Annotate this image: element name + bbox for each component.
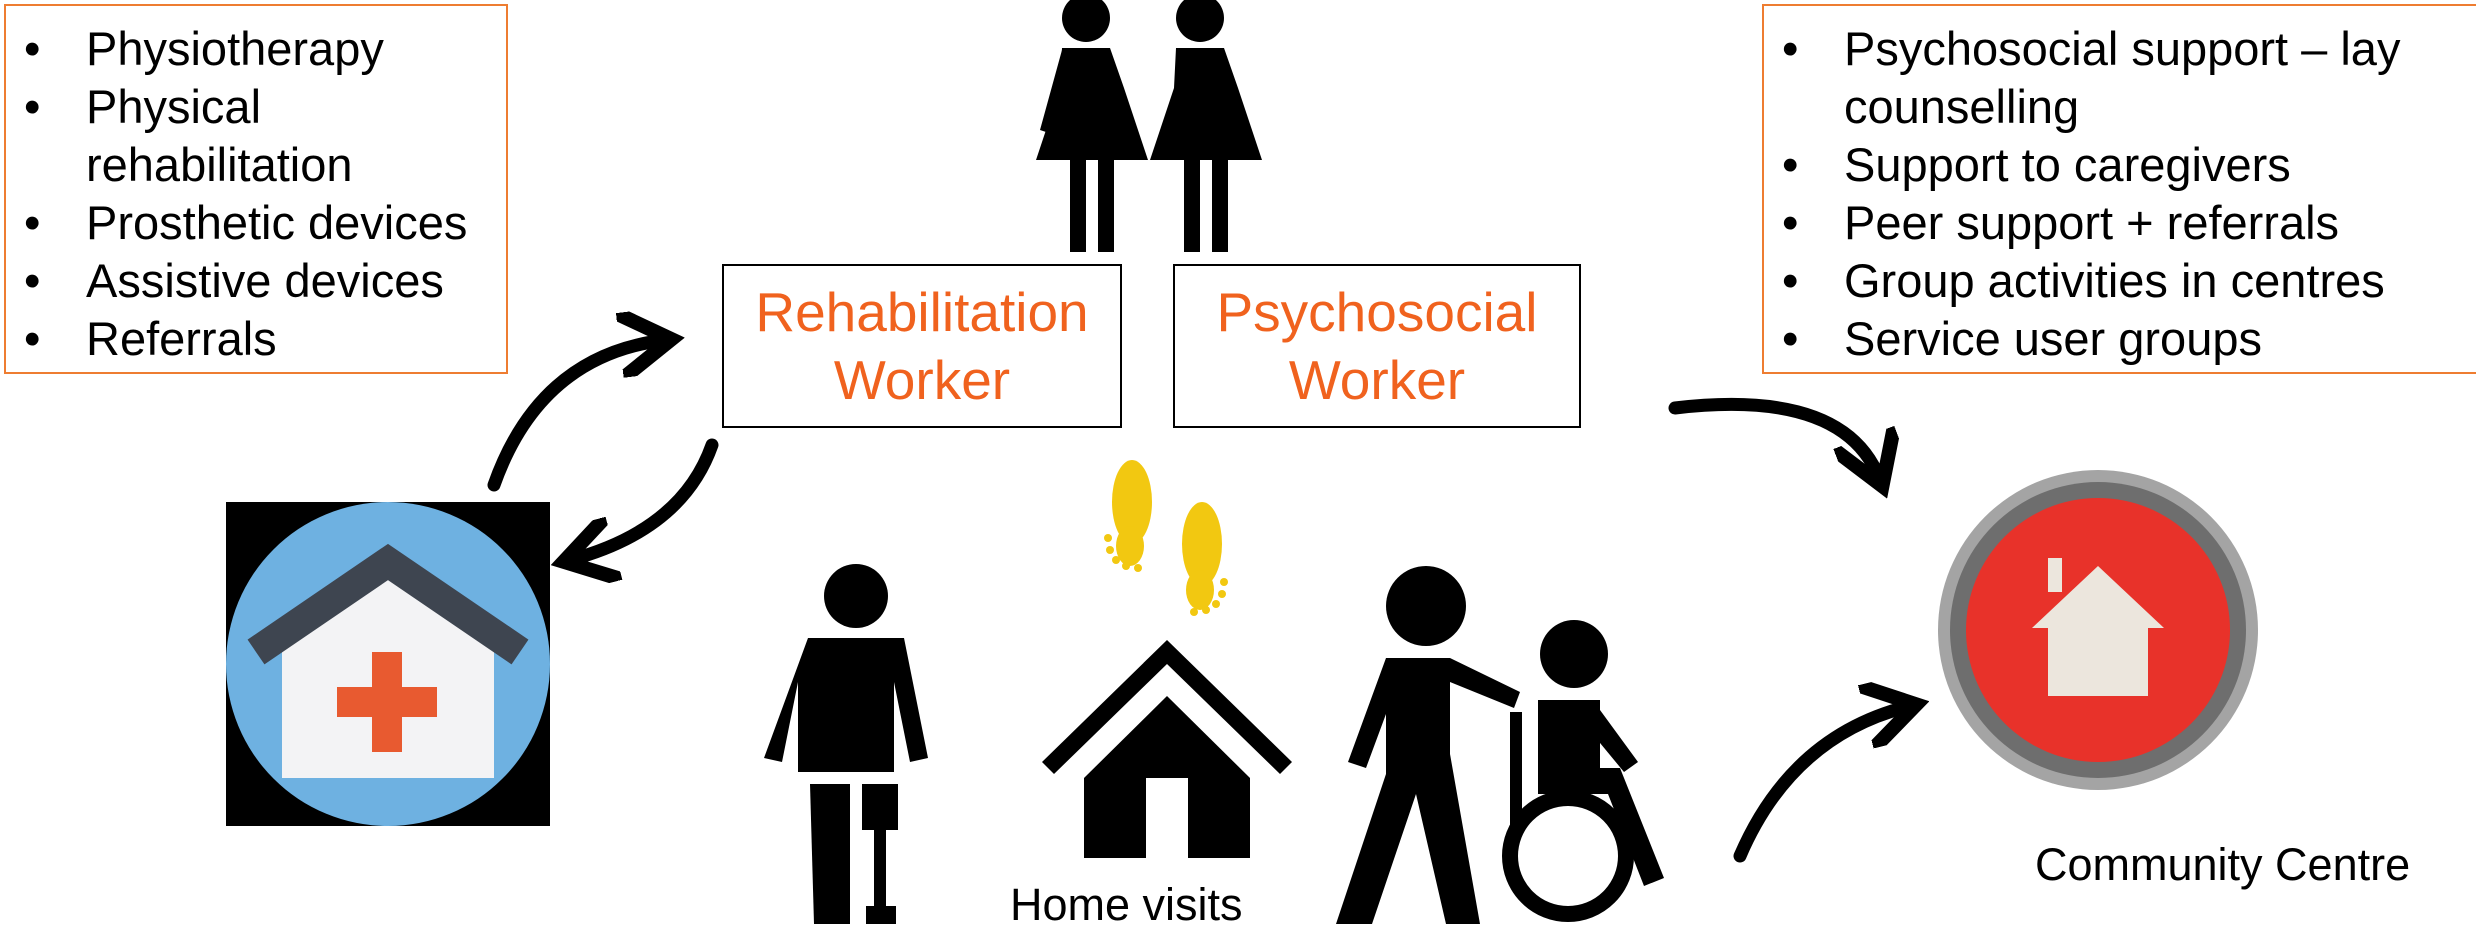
- footprints-icon: [1104, 460, 1228, 616]
- list-item: Group activities in centres: [1764, 252, 2476, 310]
- arrow-clinic-to-rehab: [487, 340, 665, 492]
- list-item: Referrals: [6, 310, 506, 368]
- list-item: Assistive devices: [6, 252, 506, 310]
- two-women-icon: [1036, 0, 1262, 252]
- psychosocial-services-box: Psychosocial support – lay counselling S…: [1762, 4, 2476, 374]
- arrow-homevisits-to-community: [1733, 706, 1910, 863]
- psychosocial-worker-box: Psychosocial Worker: [1173, 264, 1581, 428]
- rehab-services-list: Physiotherapy Physical rehabilitation Pr…: [6, 20, 506, 368]
- community-centre-icon: [1938, 470, 2258, 790]
- list-item: Peer support + referrals: [1764, 194, 2476, 252]
- list-item: Support to caregivers: [1764, 136, 2476, 194]
- list-item: Service user groups: [1764, 310, 2476, 368]
- list-item: Physiotherapy: [6, 20, 506, 78]
- rehab-services-box: Physiotherapy Physical rehabilitation Pr…: [4, 4, 508, 374]
- home-visits-label: Home visits: [1010, 879, 1243, 930]
- list-item: Prosthetic devices: [6, 194, 506, 252]
- list-item: Psychosocial support – lay counselling: [1764, 20, 2404, 136]
- rehabilitation-worker-label: Rehabilitation Worker: [755, 281, 1089, 411]
- psychosocial-services-list: Psychosocial support – lay counselling S…: [1764, 20, 2476, 368]
- arrow-rehab-to-clinic: [570, 438, 719, 560]
- psychosocial-worker-label: Psychosocial Worker: [1216, 281, 1538, 411]
- clinic-icon: [226, 502, 550, 826]
- arrow-psycho-to-community: [1668, 397, 1880, 480]
- house-icon: [1042, 640, 1292, 858]
- list-item: Physical rehabilitation: [6, 78, 353, 194]
- person-prosthetic-leg-icon: [764, 564, 928, 924]
- rehabilitation-worker-box: Rehabilitation Worker: [722, 264, 1122, 428]
- caregiver-wheelchair-icon: [1336, 566, 1664, 924]
- community-centre-label: Community Centre: [2035, 839, 2411, 890]
